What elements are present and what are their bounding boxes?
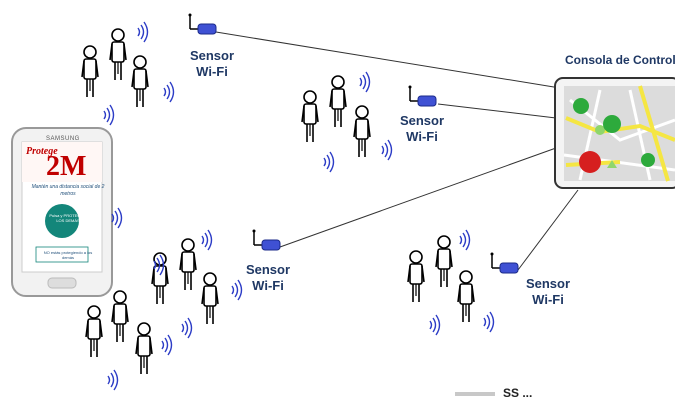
app-name-main: 2M	[46, 151, 87, 182]
wifi-wave-icon	[181, 317, 193, 339]
wifi-wave-icon	[137, 21, 149, 43]
wifi-sensor-icon-3	[251, 228, 281, 251]
person-icon	[179, 238, 197, 291]
map-marker-green	[607, 160, 617, 168]
person-icon	[81, 45, 99, 98]
sensor-label-line2: Wi-Fi	[532, 292, 564, 307]
person-icon	[135, 322, 153, 375]
person-icon	[201, 272, 219, 325]
link-line-2	[437, 103, 557, 119]
app-protect-button-label[interactable]: Pulsa y PROTEGE A LOS DEMÁS	[49, 213, 87, 223]
sensor-label-line1: Sensor	[399, 113, 445, 128]
sensor-label-line2: Wi-Fi	[196, 64, 228, 79]
wifi-wave-icon	[163, 81, 175, 103]
map-dot-red	[579, 151, 601, 173]
sensor-label-line2: Wi-Fi	[252, 278, 284, 293]
person-icon	[151, 252, 169, 305]
app-message: Mantén una distancia social de 2 metros	[31, 184, 105, 197]
map-dot-green	[573, 98, 589, 114]
map-dot-green	[641, 153, 655, 167]
app-name-top: Protege	[26, 146, 58, 157]
link-line-3	[279, 147, 557, 248]
sensor-label-4: Sensor Wi-Fi	[508, 276, 588, 308]
wifi-sensor-icon-2	[407, 84, 437, 107]
wifi-wave-icon	[429, 314, 441, 336]
control-console	[554, 77, 675, 189]
wifi-wave-icon	[201, 229, 213, 251]
sensor-label-line2: Wi-Fi	[406, 129, 438, 144]
sensor-label-line1: Sensor	[525, 276, 571, 291]
console-title: Consola de Control	[565, 53, 675, 67]
phone-brand: SAMSUNG	[46, 136, 80, 142]
wifi-wave-icon	[459, 229, 471, 251]
wifi-wave-icon	[483, 311, 495, 333]
app-status-text: NO estás protegiendo a los demás	[43, 250, 93, 260]
person-icon	[457, 270, 475, 323]
person-icon	[301, 90, 319, 143]
wifi-wave-icon	[323, 151, 335, 173]
person-icon	[329, 75, 347, 128]
smartphone	[11, 127, 113, 297]
wifi-wave-icon	[359, 71, 371, 93]
sensor-label-3: Sensor Wi-Fi	[228, 262, 308, 294]
sensor-label-2: Sensor Wi-Fi	[382, 113, 462, 145]
person-icon	[85, 305, 103, 358]
link-line-4	[517, 189, 579, 271]
footer-partial-text: SS ...	[503, 386, 533, 400]
wifi-wave-icon	[161, 334, 173, 356]
wifi-sensor-icon-1	[187, 12, 217, 35]
person-icon	[407, 250, 425, 303]
sensor-label-line1: Sensor	[245, 262, 291, 277]
person-icon	[353, 105, 371, 158]
map-dot-green	[603, 115, 621, 133]
app-protect-button-icon	[45, 204, 79, 238]
sensor-label-1: Sensor Wi-Fi	[172, 48, 252, 80]
wifi-sensor-icon-4	[489, 251, 519, 274]
person-icon	[111, 290, 129, 343]
sensor-label-line1: Sensor	[189, 48, 235, 63]
footer-bar	[455, 392, 495, 396]
wifi-wave-icon	[107, 369, 119, 391]
wifi-wave-icon	[103, 104, 115, 126]
wifi-wave-icon	[111, 207, 123, 229]
person-icon	[435, 235, 453, 288]
map-dot-light-green	[595, 125, 605, 135]
person-icon	[131, 55, 149, 108]
person-icon	[109, 28, 127, 81]
link-line-1	[215, 31, 561, 89]
